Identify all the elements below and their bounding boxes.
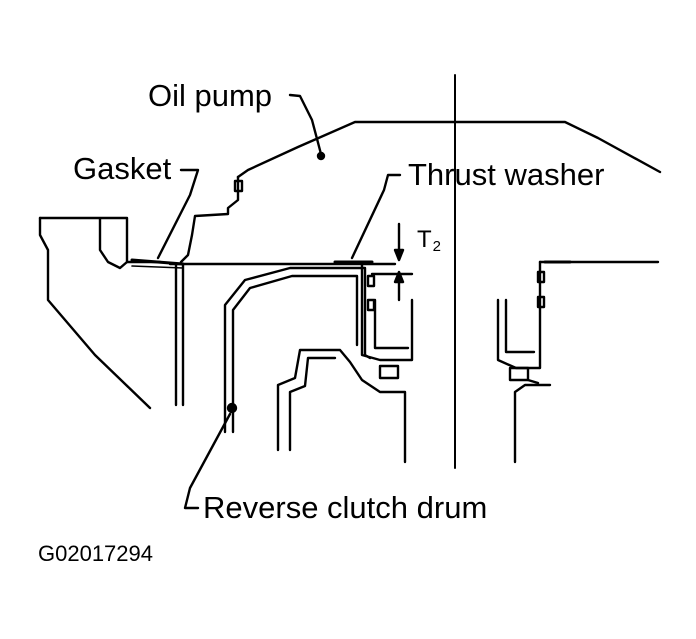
- seal-ring-right-2: [536, 295, 546, 309]
- right-drum-step: [526, 378, 540, 385]
- right-drum: [513, 383, 552, 464]
- clutch-drum-inner: [231, 274, 359, 434]
- leader-oil-pump-dot: [316, 151, 326, 161]
- gasket-label: Gasket: [73, 151, 172, 186]
- oil-pump-left-step: [179, 175, 240, 264]
- oil-pump-outline: [236, 120, 662, 179]
- pump-hub-inner: [373, 298, 410, 350]
- leader-thrust-washer: [350, 173, 402, 260]
- clearance-t2-label: T2: [417, 226, 442, 255]
- bearing-block-right: [508, 366, 530, 382]
- leader-gasket: [156, 168, 200, 260]
- thrust-washer-label: Thrust washer: [408, 157, 605, 192]
- clearance-sub: 2: [432, 238, 442, 255]
- pump-hub-right-inner: [504, 298, 536, 354]
- pump-hub-left: [360, 263, 414, 362]
- seal-ring-2: [366, 298, 376, 312]
- gasket-lower: [131, 265, 184, 269]
- seal-ring-right: [536, 270, 546, 284]
- case-flange: [174, 262, 185, 407]
- leader-reverse-drum: [183, 412, 232, 510]
- oil-pump-bolt-boss: [233, 179, 244, 193]
- leader-oil-pump: [288, 93, 323, 156]
- clearance-main: T: [417, 226, 432, 253]
- case-top: [38, 216, 129, 270]
- clearance-arrow-bottom-head: [393, 270, 405, 284]
- reverse-clutch-drum-label: Reverse clutch drum: [203, 490, 488, 525]
- drum-leader-dot: [226, 402, 238, 414]
- clearance-arrow-top-head: [393, 248, 405, 262]
- case-outline: [38, 216, 152, 410]
- bearing-block: [378, 364, 400, 380]
- seal-ring: [366, 274, 376, 288]
- figure-code: G02017294: [38, 541, 153, 566]
- oil-pump-label: Oil pump: [148, 78, 273, 113]
- inner-drum-2: [288, 356, 337, 452]
- inner-drum: [276, 348, 407, 464]
